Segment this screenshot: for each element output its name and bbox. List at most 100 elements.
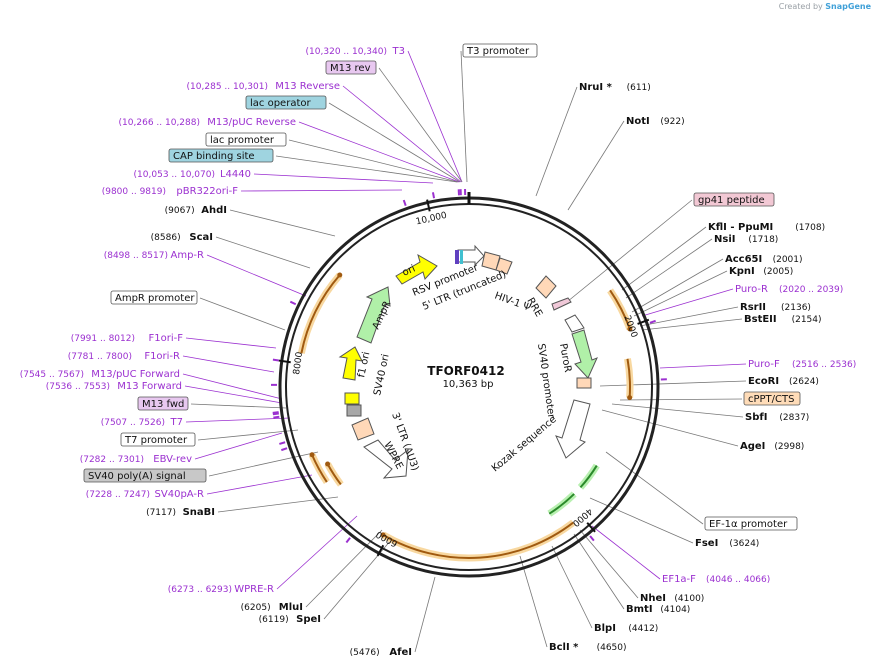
site-label: AfeI	[389, 647, 412, 658]
primer-range: (7536 .. 7553)	[46, 382, 110, 392]
feature-arc-head	[325, 461, 331, 467]
site-position: (2837)	[779, 413, 809, 423]
site-position: (9067)	[165, 206, 195, 216]
primer-label: F1ori-F	[149, 333, 184, 344]
feature-box-label: M13 fwd	[142, 399, 184, 410]
feature-box	[83, 468, 207, 483]
feature-box-label: M13 rev	[330, 63, 371, 74]
leader-line	[611, 403, 744, 418]
site-label: NsiI	[714, 234, 735, 245]
feature-box-label: SV40 poly(A) signal	[88, 471, 186, 482]
leader-line	[240, 189, 403, 192]
feature-box-label: AmpR promoter	[115, 293, 195, 304]
primer-tick	[589, 535, 595, 542]
tick-mark	[586, 522, 596, 533]
primer-range: (8498 .. 8517)	[104, 251, 168, 261]
sv40-polya-feature	[346, 404, 362, 417]
primer-tick	[273, 415, 280, 419]
leader-line	[579, 529, 639, 599]
leader-line	[631, 258, 724, 313]
site-position: (4104)	[660, 605, 690, 615]
leader-line	[342, 85, 462, 183]
leader-line	[551, 545, 593, 629]
promoter-arc	[548, 493, 575, 515]
leader-line	[599, 380, 747, 387]
leader-line	[659, 363, 747, 369]
leader-line	[185, 337, 277, 349]
primer-label: Amp-R	[171, 250, 205, 261]
leader-line	[215, 236, 311, 269]
primer-label: T7	[170, 417, 183, 428]
feature-box	[168, 148, 274, 163]
primer-label: F1ori-R	[144, 351, 180, 362]
puror-feature	[571, 329, 598, 379]
site-label: KflI - PpuMI	[708, 222, 773, 233]
leader-line	[185, 417, 291, 423]
leader-line	[535, 86, 578, 197]
leader-line	[621, 226, 707, 291]
primer-tick	[272, 412, 279, 416]
leader-line	[619, 398, 743, 401]
primer-label: Puro-F	[748, 359, 780, 370]
primer-tick	[289, 300, 297, 306]
tick-label: 2000	[621, 314, 638, 339]
leader-line	[182, 355, 275, 373]
primer-label: M13/pUC Forward	[91, 369, 180, 380]
feature-box	[120, 432, 196, 447]
wpre-feature	[363, 439, 409, 479]
site-position: (1718)	[748, 235, 778, 245]
site-position: (6205)	[241, 603, 271, 613]
primer-tick	[345, 537, 351, 544]
site-label: RsrII	[740, 302, 766, 313]
site-label: NheI	[640, 593, 666, 604]
feature-box	[462, 43, 538, 58]
leader-line	[591, 525, 661, 580]
site-label: MluI	[279, 602, 303, 613]
primer-tick	[272, 411, 279, 414]
site-label: FseI	[695, 538, 718, 549]
inner-features	[338, 244, 598, 479]
leader-line	[276, 515, 358, 590]
snapgene-logo-text: SnapGene	[825, 2, 871, 11]
leader-line	[633, 270, 728, 317]
site-label: BclI *	[549, 642, 579, 653]
leader-line	[190, 403, 287, 409]
site-position: (4100)	[674, 594, 704, 604]
leader-line	[298, 121, 460, 183]
leader-line	[199, 297, 286, 331]
feature-arc-head	[337, 272, 343, 278]
site-position: (4412)	[628, 624, 658, 634]
rre-feature	[535, 275, 557, 299]
site-label: KpnI	[729, 266, 755, 277]
leader-line	[253, 173, 434, 184]
site-label: BlpI	[594, 623, 616, 634]
feature-box	[743, 391, 801, 406]
feature-box-label: EF-1α promoter	[709, 519, 788, 530]
tick-mark	[376, 544, 385, 557]
leader-line	[639, 306, 739, 327]
site-label: NotI	[626, 116, 650, 127]
site-position: (2005)	[763, 267, 793, 277]
site-label: BmtI	[626, 604, 653, 615]
site-position: (8586)	[151, 233, 181, 243]
site-position: (2154)	[792, 315, 822, 325]
leader-line	[641, 288, 734, 317]
leader-line	[197, 429, 299, 441]
site-label: BstEII	[744, 314, 777, 325]
primer-range: (4046 .. 4066)	[706, 575, 770, 585]
cap-feature-mark	[460, 250, 463, 264]
feature-arc-head	[627, 326, 633, 332]
leader-line	[328, 102, 461, 183]
site-label: AhdI	[201, 205, 227, 216]
f1-ori-feature	[338, 346, 363, 381]
inner-feature-label: Kozak sequence	[490, 414, 559, 474]
site-position: (3624)	[729, 539, 759, 549]
site-position: (1708)	[795, 223, 825, 233]
feature-box	[110, 290, 198, 305]
feature-box	[137, 396, 189, 411]
site-label: Acc65I	[725, 254, 762, 265]
leader-line	[194, 432, 283, 460]
leader-line	[184, 385, 283, 404]
primer-range: (10,053 .. 10,070)	[134, 170, 215, 180]
site-position: (611)	[627, 83, 651, 93]
